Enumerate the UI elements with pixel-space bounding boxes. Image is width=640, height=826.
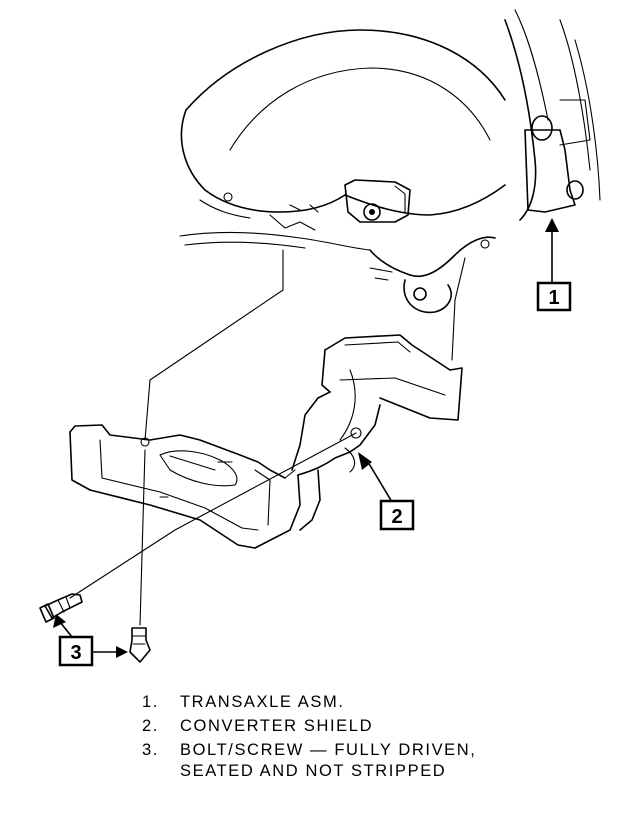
legend-text: BOLT/SCREW — FULLY DRIVEN, SEATED AND NO…	[180, 741, 477, 780]
legend-text: TRANSAXLE ASM.	[180, 693, 345, 711]
callout-1: 1	[536, 218, 572, 312]
callout-1-label: 1	[548, 287, 559, 309]
assembly-leader-lines	[69, 249, 466, 626]
parts-legend: 1. TRANSAXLE ASM. 2. CONVERTER SHIELD 3.…	[142, 692, 602, 785]
legend-item-1: 1. TRANSAXLE ASM.	[142, 692, 602, 713]
legend-item-2: 2. CONVERTER SHIELD	[142, 716, 602, 737]
callout-3-label: 3	[70, 642, 81, 664]
legend-number: 2.	[142, 717, 159, 735]
callout-3: 3	[53, 614, 128, 667]
bolt-screw-horizontal	[39, 593, 83, 623]
legend-number: 1.	[142, 693, 159, 711]
legend-item-3: 3. BOLT/SCREW — FULLY DRIVEN, SEATED AND…	[142, 740, 602, 782]
callout-2-label: 2	[391, 506, 402, 528]
legend-number: 3.	[142, 741, 159, 759]
converter-shield	[69, 334, 463, 549]
callout-2: 2	[358, 452, 415, 531]
legend-text: CONVERTER SHIELD	[180, 717, 374, 735]
transaxle-assembly	[179, 9, 601, 314]
bolt-screw-vertical	[129, 627, 151, 663]
